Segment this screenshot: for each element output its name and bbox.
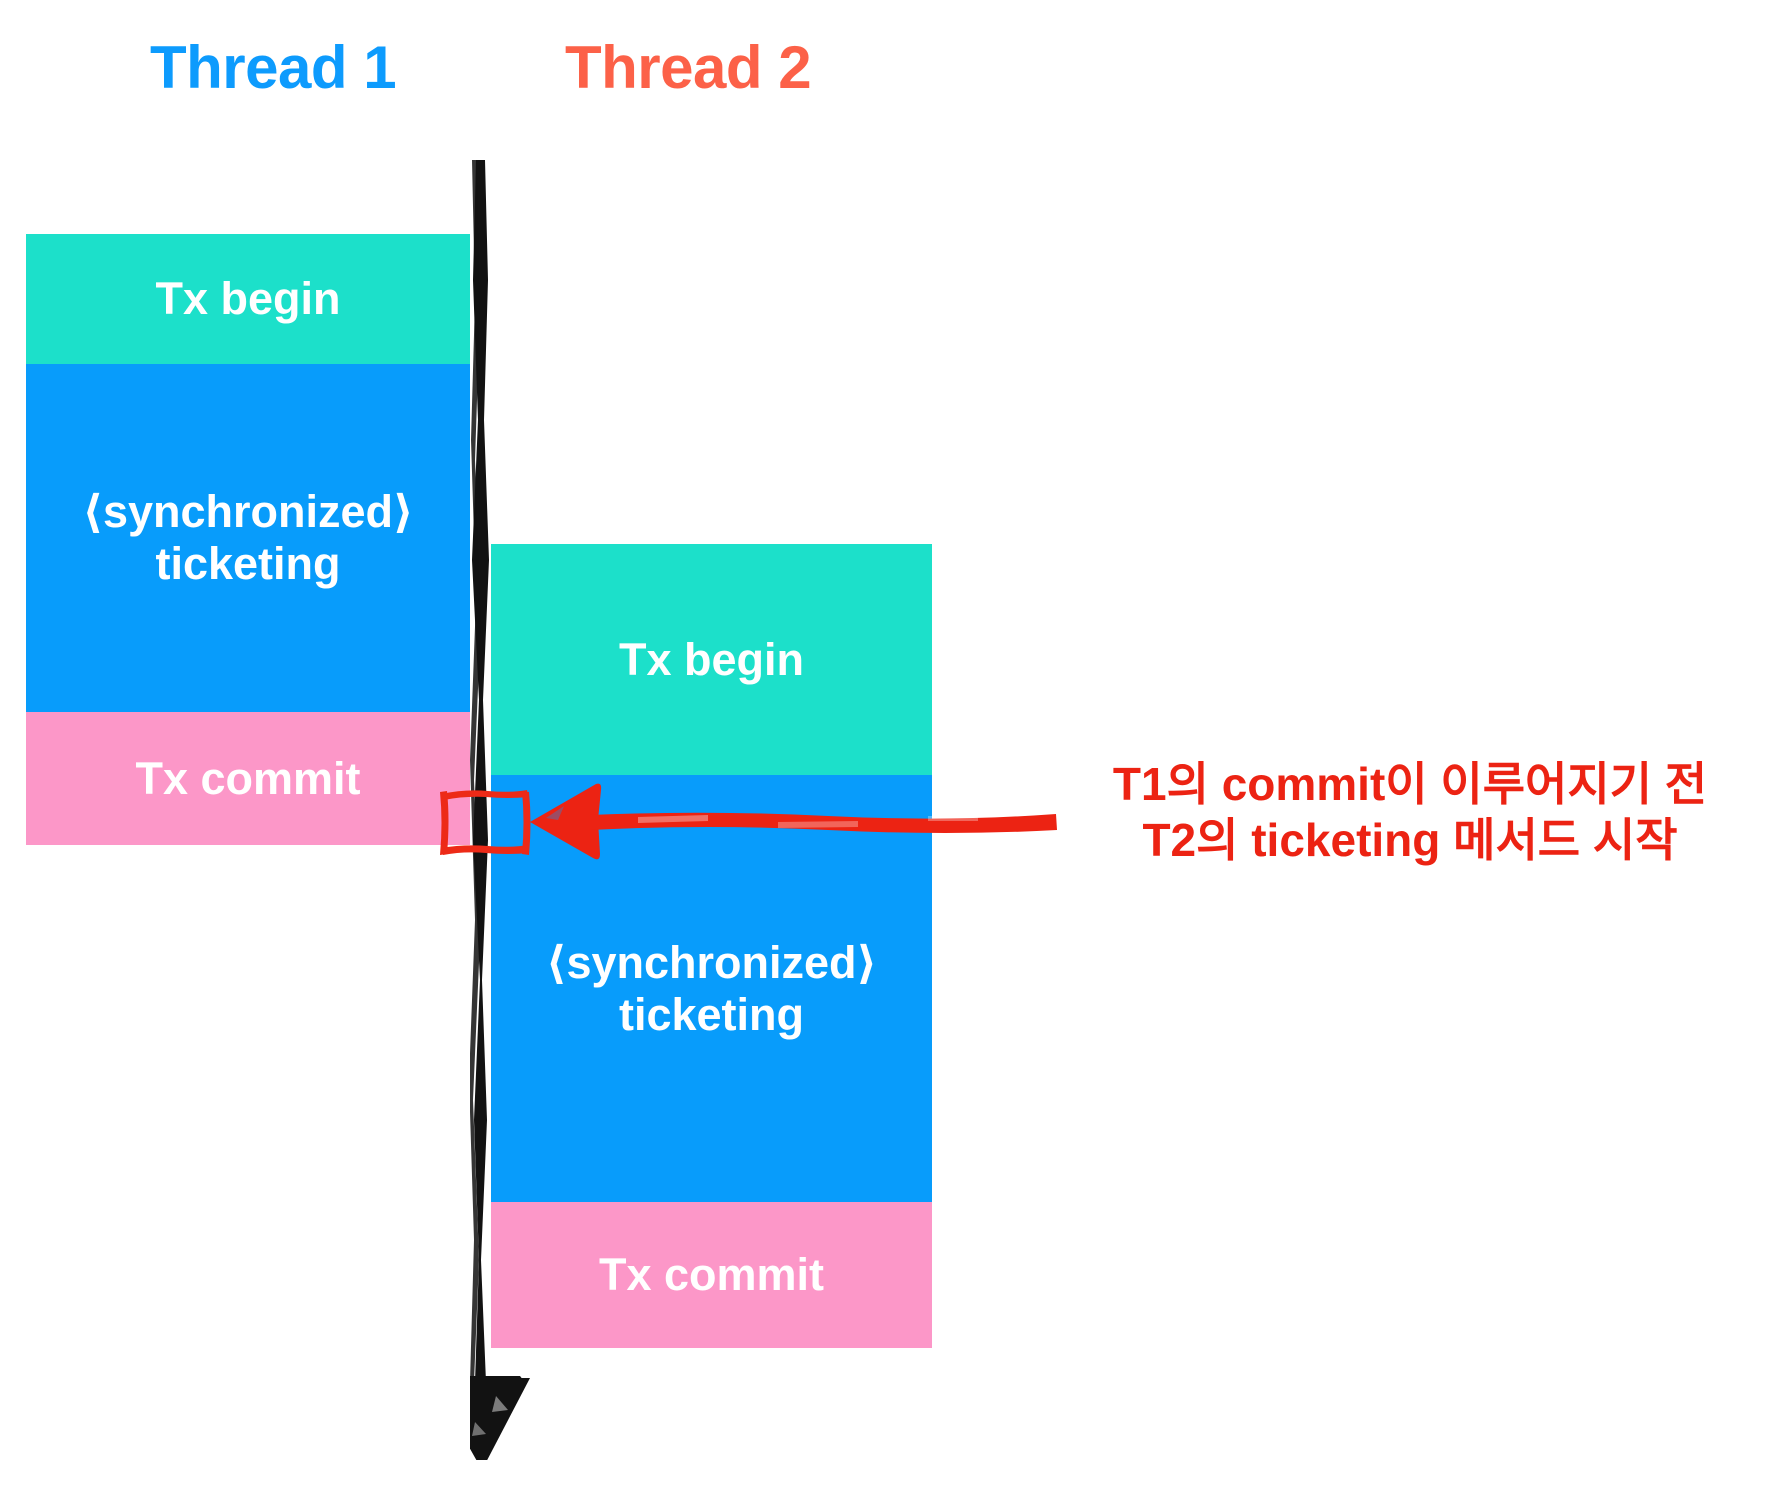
- thread1-tx-commit-block: Tx commit: [26, 712, 470, 845]
- thread2-lane: Tx begin ⟨synchronized⟩ ticketing Tx com…: [491, 544, 932, 1348]
- annotation-text: T1의 commit이 이루어지기 전 T2의 ticketing 메서드 시작: [1112, 758, 1708, 867]
- thread1-title: Thread 1: [150, 34, 397, 101]
- thread2-tx-begin-block: Tx begin: [491, 544, 932, 775]
- time-axis-arrow-icon: [470, 160, 530, 1460]
- thread1-lane: Tx begin ⟨synchronized⟩ ticketing Tx com…: [26, 234, 470, 845]
- thread1-synchronized-ticketing-block: ⟨synchronized⟩ ticketing: [26, 364, 470, 712]
- thread2-synchronized-ticketing-block: ⟨synchronized⟩ ticketing: [491, 775, 932, 1202]
- thread1-tx-begin-block: Tx begin: [26, 234, 470, 364]
- thread2-title: Thread 2: [565, 34, 812, 101]
- thread2-tx-commit-block: Tx commit: [491, 1202, 932, 1348]
